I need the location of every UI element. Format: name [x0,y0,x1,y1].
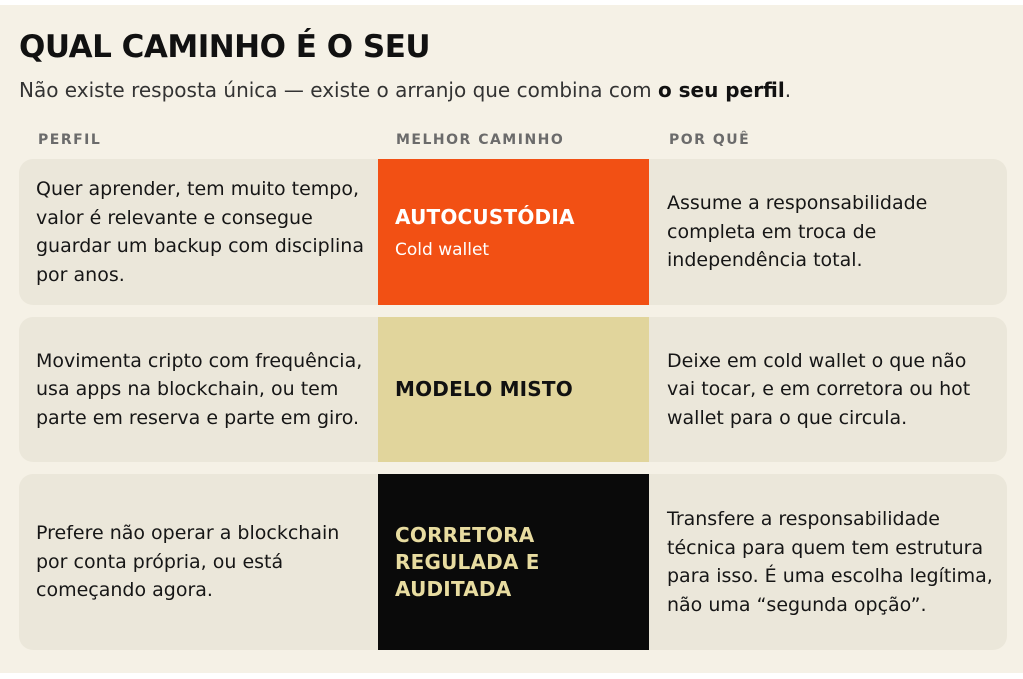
profile-cell: Prefere não operar a blockchain por cont… [36,522,340,602]
path-cell-corretora: CORRETORA REGULADA E AUDITADA [378,474,649,650]
column-header-profile: PERFIL [38,132,102,148]
page-title: QUAL CAMINHO É O SEU [19,29,431,65]
profile-cell: Quer aprender, tem muito tempo, valor é … [36,178,364,286]
subtitle-end: . [784,78,792,102]
subtitle-text: Não existe resposta única — existe o arr… [19,78,658,102]
column-header-why: POR QUÊ [669,132,751,148]
subtitle-emphasis: o seu perfil [657,78,785,102]
path-title: AUTOCUSTÓDIA [395,204,575,229]
why-cell: Deixe em cold wallet o que não vai tocar… [667,349,971,429]
path-comparison-card: QUAL CAMINHO É O SEU Não existe resposta… [0,5,1023,673]
page-subtitle: Não existe resposta única — existe o arr… [19,76,791,104]
path-cell-autocustodia: AUTOCUSTÓDIA Cold wallet [378,159,649,305]
path-title: CORRETORA REGULADA E AUDITADA [395,522,540,601]
why-cell: Transfere a responsabilidade técnica par… [667,508,993,616]
column-header-path: MELHOR CAMINHO [396,132,565,148]
table-row-autocustodia: Quer aprender, tem muito tempo, valor é … [19,159,1007,305]
table-row-modelo-misto: Movimenta cripto com frequência, usa app… [19,317,1007,462]
path-title: MODELO MISTO [395,377,573,401]
why-cell: Assume a responsabilidade completa em tr… [667,192,928,272]
path-subtitle: Cold wallet [395,239,490,260]
path-cell-modelo-misto: MODELO MISTO [378,317,649,462]
profile-cell: Movimenta cripto com frequência, usa app… [36,349,363,429]
table-row-corretora: Prefere não operar a blockchain por cont… [19,474,1007,650]
